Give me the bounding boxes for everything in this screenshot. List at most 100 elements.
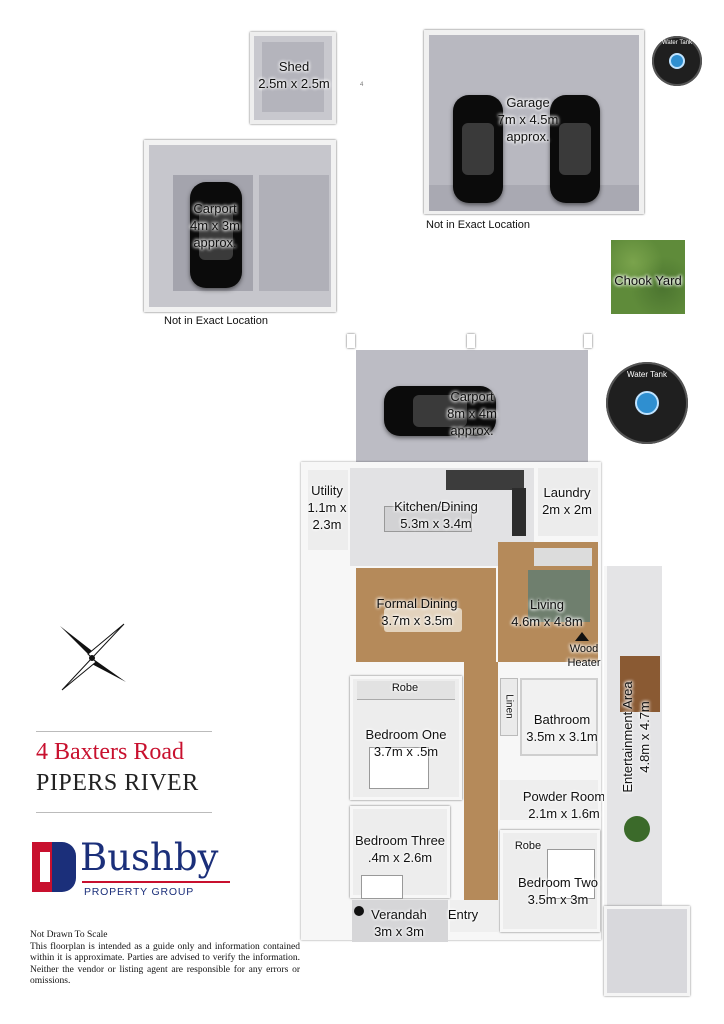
bedroom-two-room xyxy=(500,830,600,932)
utility-size-line2: 2.3m xyxy=(312,517,342,532)
bathroom-name: Bathroom xyxy=(533,712,591,727)
verandah-name: Verandah xyxy=(371,907,427,922)
disclaimer-block: Not Drawn To Scale This floorplan is int… xyxy=(30,930,300,988)
carport-post xyxy=(584,334,592,348)
powder-room-label: Powder Room 2.1m x 1.6m xyxy=(512,788,616,822)
bedroom-two-label: Bedroom Two 3.5m x 3m xyxy=(506,874,610,908)
bathroom-size: 3.5m x 3.1m xyxy=(526,729,598,744)
shed-name: Shed xyxy=(278,59,310,74)
living-room xyxy=(498,542,598,662)
carport-main-label: Carport 8m x 4m approx. xyxy=(432,388,512,439)
linen-room xyxy=(500,678,518,736)
kitchen-bench-side xyxy=(512,488,526,536)
bedroom-one-room xyxy=(350,676,462,800)
living-size: 4.6m x 4.8m xyxy=(511,614,583,629)
formal-dining-size: 3.7m x 3.5m xyxy=(381,613,453,628)
kitchen-island xyxy=(384,506,472,532)
water-tank-large-label: Water Tank xyxy=(626,370,667,379)
water-tank-large: Water Tank xyxy=(606,362,688,444)
bedroom-one-label: Bedroom One 3.7m x .5m xyxy=(356,726,456,760)
utility-room xyxy=(308,470,348,550)
powder-room xyxy=(500,780,598,820)
bathroom-room xyxy=(520,678,598,756)
water-drop-icon xyxy=(635,391,659,415)
disclaimer-title: Not Drawn To Scale xyxy=(30,930,108,940)
living-sofa xyxy=(534,548,592,566)
bedroom-three-label: Bedroom Three .4m x 2.6m xyxy=(344,832,456,866)
bedroom-two-name: Bedroom Two xyxy=(518,875,598,890)
laundry-room xyxy=(538,468,598,536)
verandah-post-icon xyxy=(354,906,364,916)
utility-size-line1: 1.1m x xyxy=(307,500,347,515)
verandah-label: Verandah 3m x 3m xyxy=(364,906,434,940)
listing-divider-bottom xyxy=(36,812,212,813)
garage-room xyxy=(424,30,644,214)
kitchen-label: Kitchen/Dining 5.3m x 3.4m xyxy=(376,498,496,532)
verandah-size: 3m x 3m xyxy=(374,924,424,939)
robe-two-label: Robe xyxy=(514,840,542,852)
entertainment-name: Entertainment Area xyxy=(620,681,635,793)
living-name: Living xyxy=(530,597,564,612)
bed xyxy=(547,849,595,899)
entertainment-area xyxy=(604,566,662,906)
bathroom-label: Bathroom 3.5m x 3.1m xyxy=(518,711,606,745)
kitchen-bench xyxy=(446,470,524,490)
carport-main-note: approx. xyxy=(450,423,494,438)
carport-small-size: 4m x 3m xyxy=(190,218,240,233)
plant-icon xyxy=(624,816,650,842)
entertainment-size: 4.8m x 4.7m xyxy=(637,701,652,773)
entertainment-deck xyxy=(620,656,660,712)
carport-main-name: Carport xyxy=(450,389,494,404)
brand-name: Bushby xyxy=(80,836,219,879)
robe-one-label: Robe xyxy=(391,682,419,694)
bedroom-three-name: Bedroom Three xyxy=(354,833,446,848)
brand-tagline: PROPERTY GROUP xyxy=(84,886,195,898)
carport-small-name: Carport xyxy=(193,201,237,216)
hallway xyxy=(464,662,498,902)
verandah-room xyxy=(352,900,448,942)
compass-icon xyxy=(60,623,126,691)
entry-label: Entry xyxy=(447,907,479,922)
listing-address-line1: 4 Baxters Road xyxy=(36,739,184,765)
wood-heater-icon xyxy=(575,632,589,641)
living-rug xyxy=(528,570,590,622)
garage-car-right xyxy=(550,95,600,203)
living-label: Living 4.6m x 4.8m xyxy=(504,596,590,630)
bedroom-one-size: 3.7m x .5m xyxy=(373,744,439,759)
garage-not-exact-note: Not in Exact Location xyxy=(426,219,530,231)
garage-note: approx. xyxy=(506,129,550,144)
bed xyxy=(361,875,403,899)
shed-size: 2.5m x 2.5m xyxy=(258,76,330,91)
bedroom-three-size: .4m x 2.6m xyxy=(367,850,433,865)
carport-post xyxy=(347,334,355,348)
entertainment-label: Entertainment Area 4.8m x 4.7m xyxy=(619,667,653,807)
listing-address-line2: PIPERS RIVER xyxy=(36,770,199,796)
shed-mark: 4 xyxy=(360,82,364,88)
bedroom-two-size: 3.5m x 3m xyxy=(527,892,589,907)
formal-dining-label: Formal Dining 3.7m x 3.5m xyxy=(364,595,470,629)
kitchen-name: Kitchen/Dining xyxy=(394,499,478,514)
shed-label: Shed 2.5m x 2.5m xyxy=(250,58,338,92)
linen-label: Linen xyxy=(503,694,515,719)
laundry-name: Laundry xyxy=(543,485,591,500)
chook-yard-label: Chook Yard xyxy=(614,273,682,288)
carport-small-car xyxy=(190,182,242,288)
brand-logo-icon xyxy=(32,842,76,892)
garage-car-left xyxy=(453,95,503,203)
carport-not-exact-note: Not in Exact Location xyxy=(164,315,268,327)
powder-room-name: Powder Room xyxy=(522,789,606,804)
entry-room xyxy=(450,900,498,932)
carport-main-size: 8m x 4m xyxy=(447,406,497,421)
powder-room-size: 2.1m x 1.6m xyxy=(528,806,600,821)
brand-rule xyxy=(82,881,230,883)
dining-table xyxy=(384,608,462,632)
utility-name: Utility xyxy=(311,483,343,498)
formal-dining-room xyxy=(356,568,496,662)
entertainment-steps xyxy=(604,906,690,996)
water-drop-icon xyxy=(669,53,685,69)
carport-main-car xyxy=(384,386,496,436)
carport-small-label: Carport 4m x 3m approx. xyxy=(176,200,254,251)
garage-label: Garage 7m x 4.5m approx. xyxy=(486,94,570,145)
chook-yard xyxy=(611,240,685,314)
garage-size: 7m x 4.5m xyxy=(497,112,559,127)
